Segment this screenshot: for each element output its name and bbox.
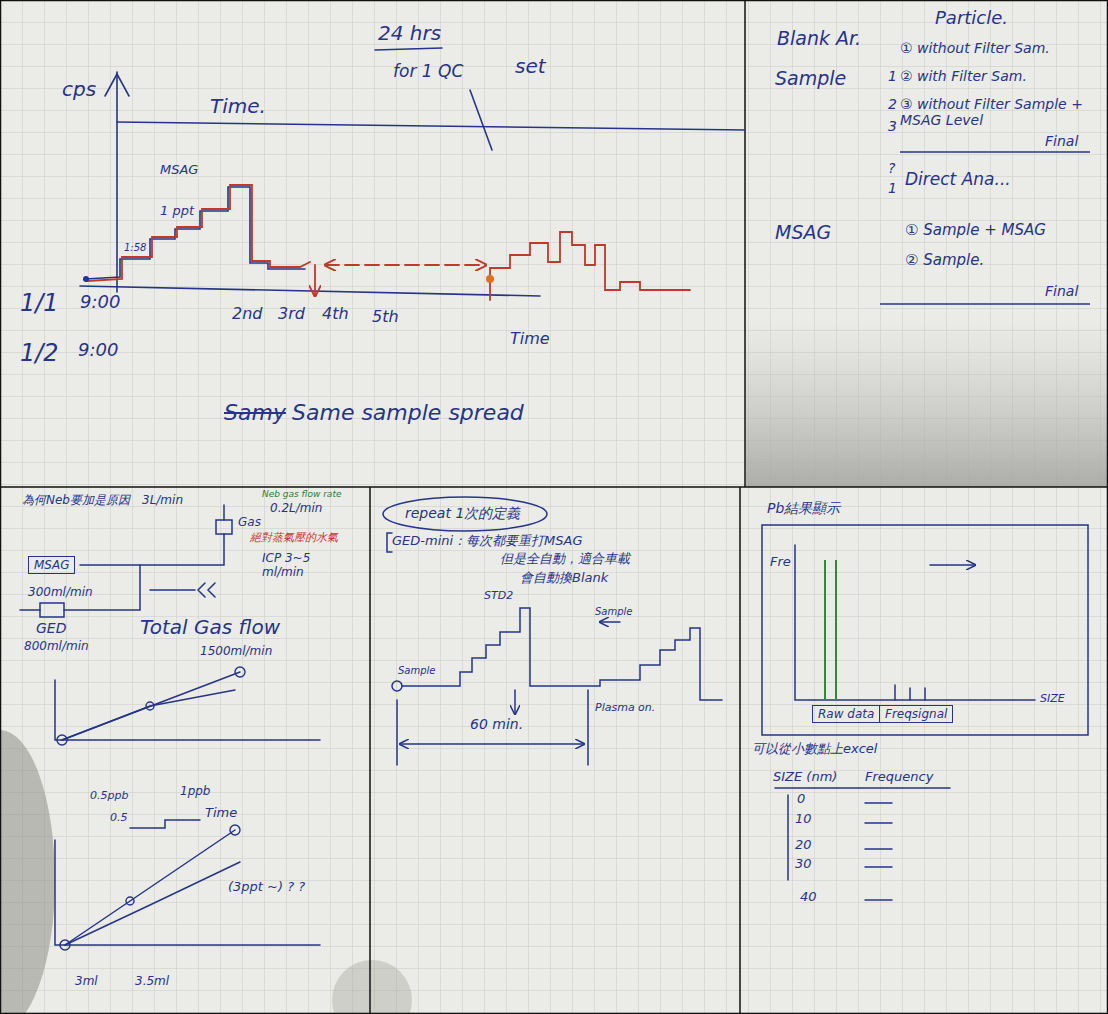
note-text: ② Sample. bbox=[905, 252, 984, 269]
note-text: Gas bbox=[238, 516, 261, 530]
note-text: 1 bbox=[888, 180, 897, 196]
note-text: set bbox=[515, 55, 546, 78]
note-text: 會自動換Blank bbox=[520, 571, 608, 586]
note-text: SIZE bbox=[1040, 693, 1065, 706]
box-text: MSAG bbox=[34, 558, 69, 572]
note-text: Sample bbox=[398, 665, 436, 677]
note-text: 0.5 bbox=[110, 812, 128, 825]
note-text: 800ml/min bbox=[24, 640, 89, 654]
note-text: ? bbox=[888, 160, 895, 176]
note-text: GED-mini：每次都要重打MSAG bbox=[392, 534, 583, 549]
note-text: 60 min. bbox=[470, 716, 523, 732]
note-text: Sample bbox=[595, 606, 633, 618]
note-text: 5th bbox=[372, 308, 399, 326]
note-text: 20 bbox=[795, 838, 812, 853]
note-text: 1:58 bbox=[124, 242, 146, 254]
note-text: Neb gas flow rate bbox=[262, 489, 341, 499]
note-text: 3.5ml bbox=[135, 975, 169, 989]
note-text: 0.2L/min bbox=[270, 502, 322, 516]
note-text: 300ml/min bbox=[28, 586, 93, 600]
note-text: Time bbox=[510, 330, 550, 348]
note-text: Samy bbox=[224, 400, 286, 425]
box-text: Raw data bbox=[818, 707, 874, 721]
note-text: 絕對蒸氣壓的水氣 bbox=[250, 532, 338, 545]
note-text: Frequency bbox=[865, 770, 933, 785]
note-text: 0 bbox=[797, 792, 805, 807]
note-text: 4th bbox=[322, 305, 349, 323]
note-text: Same sample spread bbox=[292, 400, 524, 425]
sketch-box: Raw data bbox=[812, 705, 880, 723]
note-text: 可以從小數點上excel bbox=[752, 742, 877, 757]
note-text: repeat 1次的定義 bbox=[405, 505, 520, 521]
note-text: MSAG bbox=[775, 222, 831, 244]
note-text: 為何Neb要加是原因 bbox=[22, 494, 130, 508]
note-text: 3ml bbox=[75, 975, 98, 989]
note-text: 10 bbox=[795, 812, 812, 827]
note-text: 1/1 bbox=[20, 290, 59, 318]
note-text: ③ without Filter Sample + MSAG Level bbox=[900, 96, 1085, 128]
note-text: MSAG bbox=[160, 163, 198, 178]
note-text: STD2 bbox=[484, 590, 513, 603]
note-text: ② with Filter Sam. bbox=[900, 68, 1027, 84]
note-text: Particle. bbox=[935, 8, 1008, 29]
sketch-box: Freqsignal bbox=[879, 705, 953, 723]
note-text: SIZE (nm) bbox=[773, 770, 837, 785]
note-text: 30 bbox=[795, 857, 812, 872]
note-text: Sample bbox=[775, 68, 846, 90]
note-text: Time bbox=[205, 806, 237, 821]
note-text: Plasma on. bbox=[595, 702, 655, 715]
note-text: 但是全自動，適合車載 bbox=[500, 552, 630, 567]
note-text: 0.5ppb bbox=[90, 790, 128, 803]
note-text: 1 ppt bbox=[160, 204, 194, 219]
note-text: 3rd bbox=[278, 305, 305, 323]
note-text: 9:00 bbox=[80, 292, 120, 313]
note-text: Total Gas flow bbox=[140, 616, 280, 639]
note-text: 2 bbox=[888, 96, 897, 112]
note-text: 1/2 bbox=[20, 340, 59, 368]
note-text: 1500ml/min bbox=[200, 645, 272, 659]
note-text: 1ppb bbox=[180, 785, 211, 799]
note-text: Pb結果顯示 bbox=[767, 500, 840, 516]
note-text: (3ppt ~) ? ? bbox=[228, 880, 305, 895]
note-text: ① Sample + MSAG bbox=[905, 222, 1046, 239]
note-text: Blank Ar. bbox=[777, 28, 861, 50]
note-text: 2nd bbox=[232, 305, 262, 323]
note-text: 9:00 bbox=[78, 340, 118, 361]
note-text: for 1 QC bbox=[393, 62, 463, 82]
note-text: 24 hrs bbox=[378, 22, 441, 45]
note-text: Final bbox=[1045, 283, 1078, 299]
note-text: Final bbox=[1045, 133, 1078, 149]
note-text: Fre bbox=[770, 555, 791, 570]
note-text: 1 bbox=[888, 68, 897, 84]
sketch-box: MSAG bbox=[28, 556, 75, 574]
note-text: Direct Ana... bbox=[905, 170, 1011, 190]
note-text: GED bbox=[36, 620, 66, 636]
note-text: ① without Filter Sam. bbox=[900, 40, 1050, 56]
note-text: cps bbox=[62, 78, 96, 101]
box-text: Freqsignal bbox=[885, 707, 947, 721]
note-text: 40 bbox=[800, 890, 817, 905]
note-text: Time. bbox=[210, 95, 266, 118]
note-text: 3 bbox=[888, 118, 897, 134]
note-text: 3L/min bbox=[142, 494, 183, 508]
note-text: ICP 3~5 ml/min bbox=[262, 552, 352, 580]
